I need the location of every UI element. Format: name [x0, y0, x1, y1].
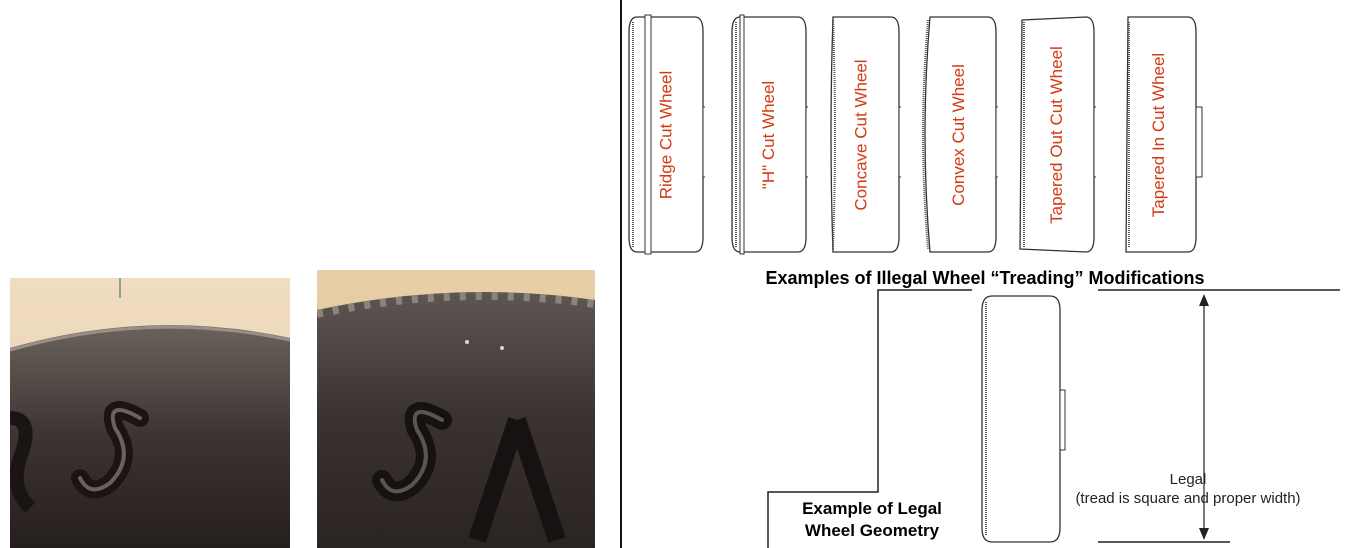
- illegal-wheel-convex-cut: Convex Cut Wheel: [920, 12, 998, 257]
- panel-divider: [620, 0, 622, 548]
- legal-title-line2: Wheel Geometry: [804, 521, 940, 540]
- wheel-label: Concave Cut Wheel: [852, 58, 871, 211]
- illegal-wheel-tapered-out-cut: Tapered Out Cut Wheel: [1018, 12, 1096, 257]
- illegal-wheel-tapered-in-cut: Tapered In Cut Wheel: [1120, 12, 1203, 257]
- legal-label-line1: Legal: [1169, 471, 1207, 488]
- wheel-closeup-photo-2: [317, 270, 595, 548]
- illegal-wheel-h-cut: "H" Cut Wheel: [730, 12, 808, 257]
- legal-title-line1: Example of Legal: [802, 499, 942, 518]
- wheel-label: Convex Cut Wheel: [949, 63, 969, 206]
- wheel-label: Tapered In Cut Wheel: [1149, 52, 1169, 217]
- wheel-closeup-photo-1: [10, 278, 290, 548]
- illegal-wheel-concave-cut: Concave Cut Wheel: [823, 12, 901, 257]
- legal-label-line2: (tread is square and proper width): [1075, 490, 1301, 507]
- legal-title: Example of Legal Wheel Geometry: [772, 498, 972, 542]
- legal-dimension-label: Legal (tread is square and proper width): [1068, 470, 1308, 508]
- legal-geometry-diagram: [767, 289, 1340, 548]
- wheel-label: Tapered Out Cut Wheel: [1047, 45, 1066, 224]
- wheel-label: Ridge Cut Wheel: [656, 70, 676, 199]
- illegal-wheel-ridge-cut: Ridge Cut Wheel: [627, 12, 705, 257]
- wheel-label: "H" Cut Wheel: [759, 80, 778, 189]
- illegal-caption: Examples of Illegal Wheel “Treading” Mod…: [765, 268, 1205, 288]
